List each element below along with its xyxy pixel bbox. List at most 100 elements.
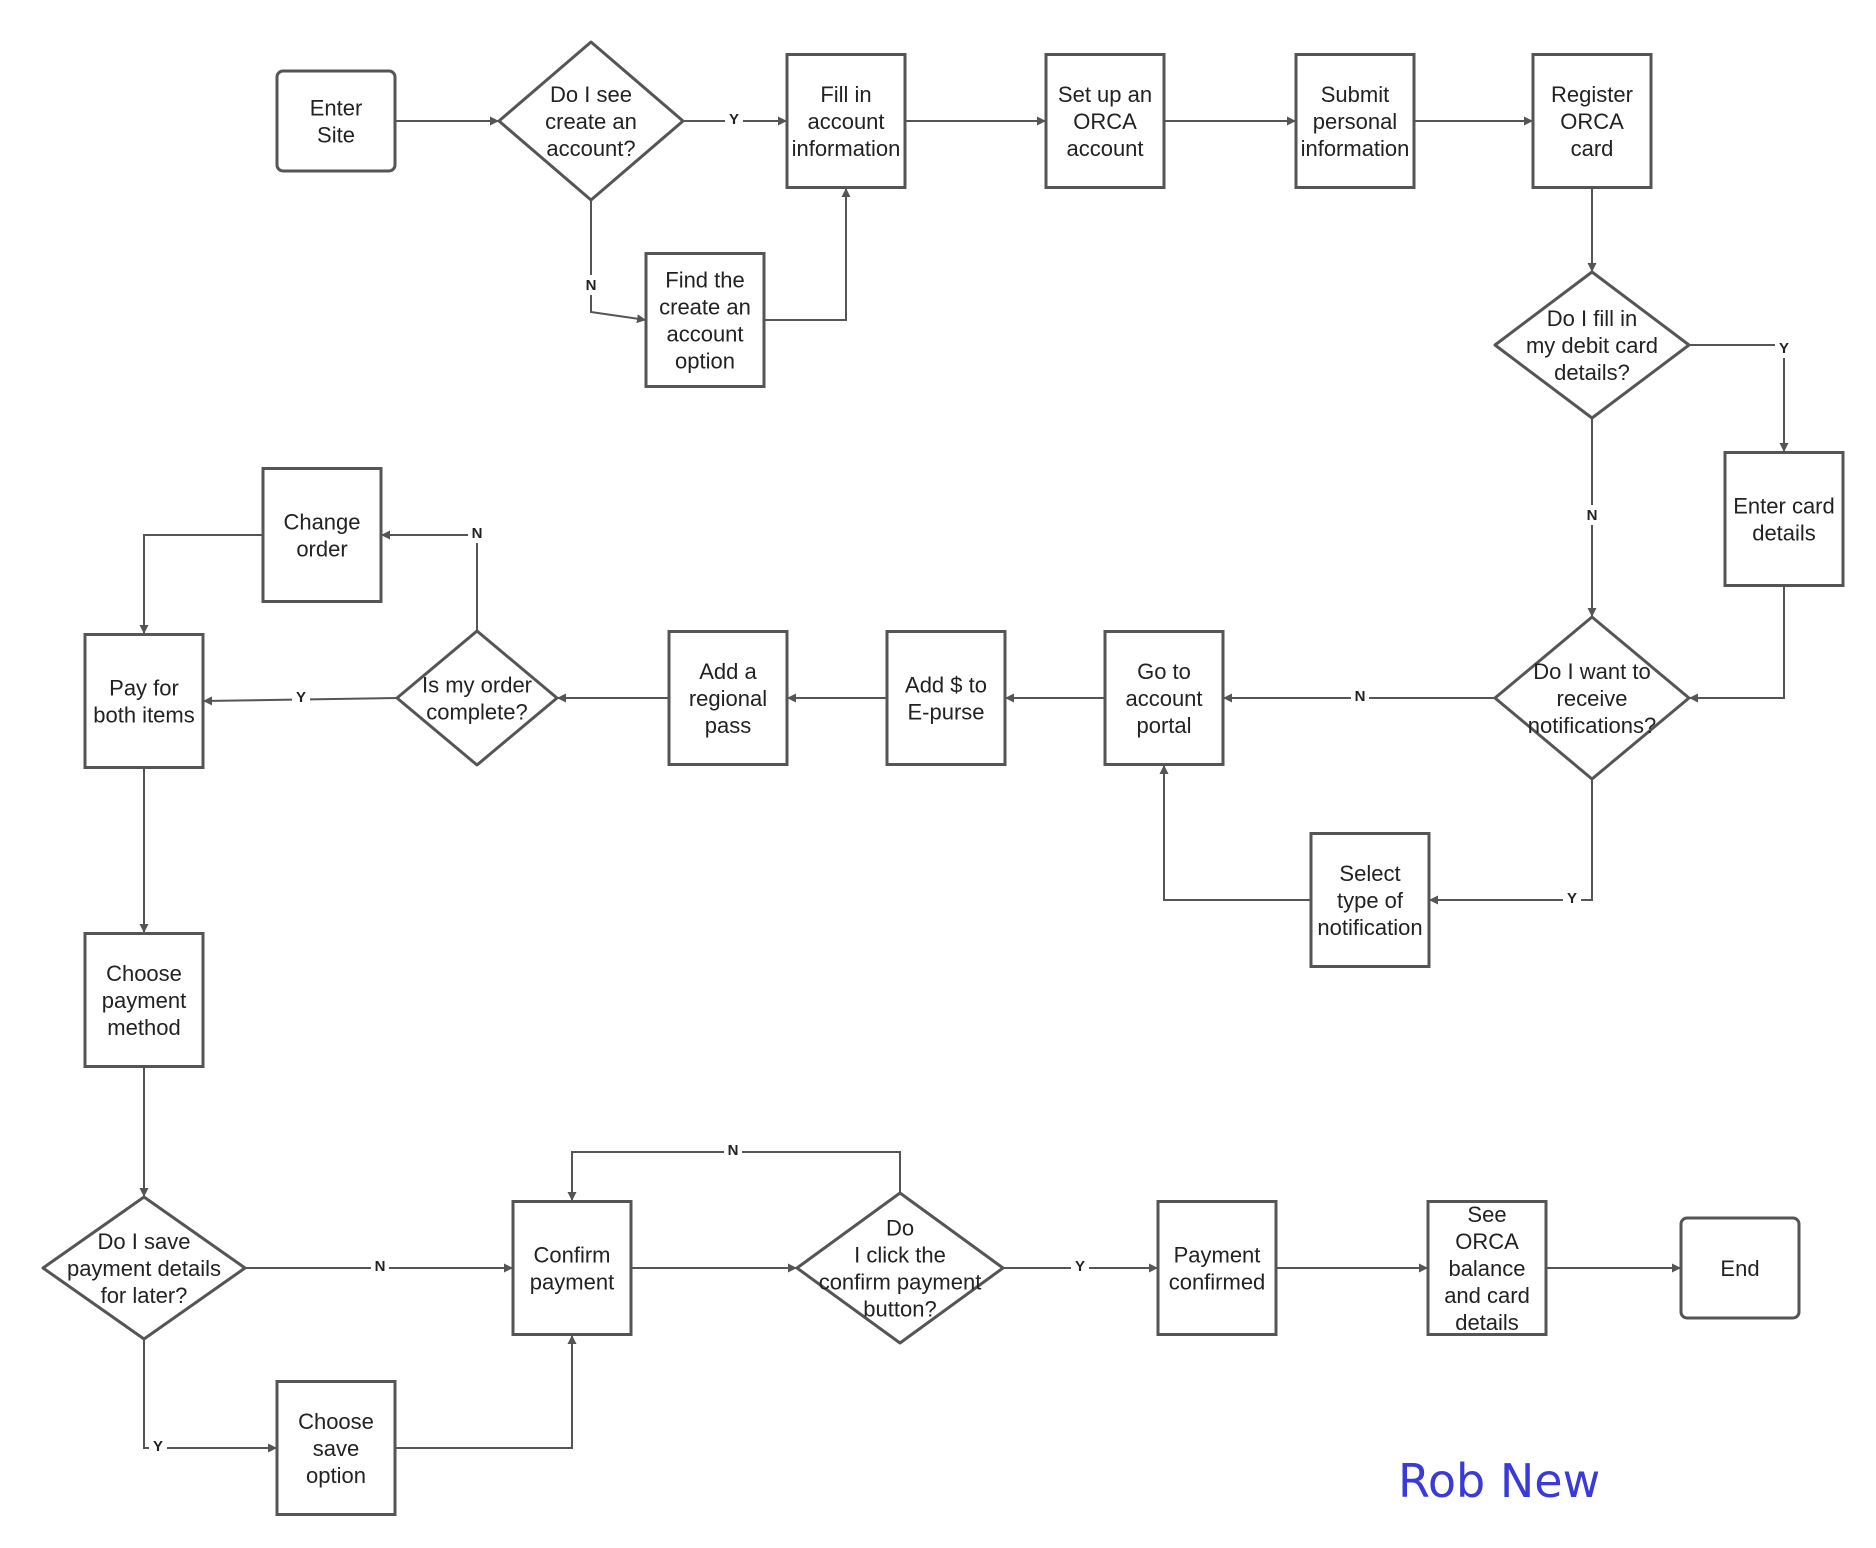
node-text-line: Do I see [550,82,632,107]
process-box [1723,451,1845,587]
edge-label-text: Y [1075,1258,1085,1275]
node-text-line: confirm payment [819,1270,982,1295]
edge-label-text: N [1587,507,1598,524]
node-text-line: Submit [1321,82,1389,107]
node-text-line: Choose [298,1409,374,1434]
node-text-line: details? [1554,360,1630,385]
node-text-line: button? [863,1297,936,1322]
node-text-line: E-purse [907,700,984,725]
process-box [644,252,766,388]
node-text-line: payment details [67,1256,221,1281]
node-text-line: payment [530,1270,614,1295]
connector-arrow [139,534,263,634]
terminal-box [275,69,397,173]
edge-label-bg [582,275,600,295]
node-text-line: ORCA [1073,109,1137,134]
process-box [1309,832,1431,968]
node-text-line: Do I save [98,1229,191,1254]
node-text-line: Enter [310,96,363,121]
process-box [1294,53,1416,189]
node-text-line: option [306,1463,366,1488]
connector-arrow [395,1335,577,1449]
node-text-line: notification [1317,915,1422,940]
edge-label-n: N [582,275,600,295]
node-text-line: ORCA [1455,1229,1519,1254]
node-text-line: account [807,109,884,134]
edge-enter-card-details-to-q-notifications [1689,586,1785,703]
process-box [1103,630,1225,766]
node-text-line: receive [1557,686,1628,711]
node-text-line: Fill in [820,82,871,107]
node-text-line: balance [1448,1256,1525,1281]
node-text-line: Pay for [109,676,179,701]
node-text-line: option [675,349,735,374]
node-text-line: account [666,322,743,347]
process-box [275,1380,397,1516]
node-text-line: notifications? [1528,713,1656,738]
edge-label-n: N [1583,505,1601,525]
decision-diamond [1493,270,1691,420]
edge-choose-save-option-to-confirm-payment [395,1335,577,1449]
process-box [83,932,205,1068]
node-text-line: save [313,1436,359,1461]
decision-diamond [1493,615,1691,781]
node-text-line: Change [283,510,360,535]
edge-q-save-payment-to-choose-save-option [143,1339,277,1453]
node-text-line: Select [1339,861,1400,886]
edge-q-debit-card-to-enter-card-details [1689,344,1789,452]
process-box [1156,1200,1278,1336]
node-text-line: Go to [1137,659,1191,684]
node-text-line: Confirm [533,1243,610,1268]
edge-label-y: Y [292,687,310,707]
node-text-line: portal [1136,713,1191,738]
node-end: End [1679,1216,1801,1320]
node-text-line: card [1571,136,1614,161]
connector-arrow [590,200,647,324]
node-text-line: create an [659,295,751,320]
edge-label-bg [292,687,310,707]
connector-arrow [1689,586,1785,703]
node-text-line: pass [705,713,751,738]
node-text-line: See [1467,1202,1506,1227]
edge-label-y: Y [1775,338,1793,358]
node-text-line: information [1301,136,1410,161]
connector-arrow [764,188,851,321]
node-text-line: ORCA [1560,109,1624,134]
node-text-line: Is my order [422,673,532,698]
node-text-line: for later? [101,1283,188,1308]
edge-label-text: N [728,1142,739,1159]
decision-diamond [395,629,559,767]
decision-diamond [41,1195,247,1341]
node-text-line: my debit card [1526,333,1658,358]
connector-arrow [1689,344,1789,452]
connector-arrow [1429,779,1593,905]
process-box [83,633,205,769]
edge-label-text: Y [1567,890,1577,907]
edge-label-bg [371,1256,389,1276]
node-text-line: information [792,136,901,161]
node-text-line: details [1455,1310,1519,1335]
node-text-line: I click the [854,1243,946,1268]
edge-label-y: Y [725,109,743,129]
process-box [1044,53,1166,189]
node-text-line: Do I fill in [1547,306,1637,331]
edge-label-text: N [375,1258,386,1275]
decision-diamond [795,1191,1005,1345]
edge-label-bg [1071,1256,1089,1276]
node-text-line: personal [1313,109,1397,134]
edge-label-text: N [472,525,483,542]
